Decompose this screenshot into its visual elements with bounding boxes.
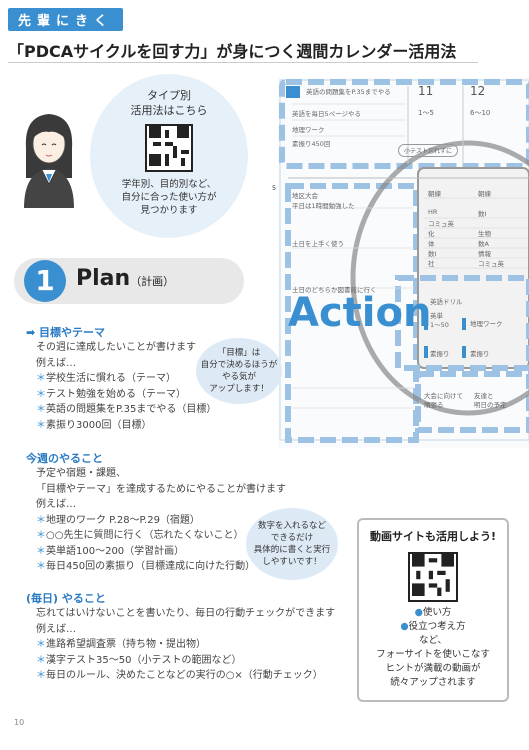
cal-schedule-9: 数I: [478, 210, 487, 218]
list-item: ＊漢字テスト35～50（小テストの範囲など）: [36, 654, 242, 666]
cal-schedule-8: 朝練: [478, 190, 491, 198]
cal-bottom-1: 大会に向けて: [424, 392, 463, 400]
list-item: ＊英語の問題集をP.35までやる（目標）: [36, 404, 217, 415]
cal-schedule-5: 体: [428, 240, 435, 248]
weekly-todo-heading: 今週のやること: [26, 452, 103, 465]
cal-note-6: 素振り: [470, 350, 490, 358]
goal-badge: [286, 86, 300, 98]
type-guide-heading: タイプ別 活用法はこちら: [130, 89, 208, 117]
cal-week-number: 5: [272, 184, 277, 192]
cal-note-5: 地理ワーク: [470, 320, 503, 328]
list-item: ＊素振り3000回（目標）: [36, 419, 152, 431]
weekly-calendar-example: 英語の問題集をP.35までやる 英語を毎日5ページやる 地理ワーク 素振り450…: [272, 78, 529, 448]
cal-schedule-12: 情報: [478, 250, 491, 258]
arrow-right-icon: ➡: [26, 326, 40, 339]
cal-bottom-4: 明日の予定: [474, 401, 507, 409]
cal-todo-1: 英語を毎日5ページやる: [292, 110, 362, 118]
daily-todo-section: (毎日) やること 忘れてはいけないことを書いたり、毎日の行動チェックができます…: [26, 590, 346, 684]
cal-bottom-3: 友達と: [474, 392, 494, 400]
tip-cloud-todo: 数字を入れるなど できるだけ 具体的に書くと実行 しやすいです！: [246, 508, 338, 580]
step-label: Plan（計画）: [76, 266, 175, 291]
goals-heading: ➡ 目標やテーマ: [26, 326, 106, 339]
section-tag: 先輩にきく: [8, 8, 124, 31]
student-illustration: [24, 114, 74, 208]
cal-note-1: 英語ドリル: [430, 298, 463, 306]
step-number: 1: [24, 260, 66, 302]
cal-schedule-1: 朝練: [428, 190, 441, 198]
weekly-todo-section: 今週のやること 予定や宿題・課題、 「目標やテーマ」を達成するためにやることが書…: [26, 450, 326, 575]
cal-day-11: 11: [418, 84, 434, 98]
cal-review-3: 土日のどちらか図書館に行く: [292, 286, 377, 294]
list-item: ＊進路希望調査票（持ち物・提出物）: [36, 639, 206, 650]
title-divider: [8, 62, 478, 63]
list-item: ＊テスト勉強を始める（テーマ）: [36, 388, 186, 400]
dot-icon: ●: [400, 621, 409, 632]
cal-todo-2: 地理ワーク: [292, 126, 325, 134]
list-item: ＊英単語100～200（学習計画）: [36, 545, 185, 557]
video-bullet-1: ●使い方: [414, 607, 452, 618]
video-site-box: 動画サイトも活用しよう! ●使い方 ●役立つ考え方 など、 フォーサイトを使いこ…: [357, 518, 509, 702]
cal-memo-2: 6～10: [470, 109, 491, 117]
qr-code-icon[interactable]: [408, 552, 458, 602]
goals-section: ➡ 目標やテーマ その週に達成したいことが書けます 例えば… ＊学校生活に慣れる…: [26, 324, 256, 433]
cal-memo-pill: 小テスト忘れずに: [398, 144, 459, 157]
video-heading: 動画サイトも活用しよう!: [369, 530, 497, 543]
cal-schedule-4: 化: [428, 230, 435, 238]
cal-schedule-3: コミュ英: [428, 220, 454, 228]
cal-schedule-11: 数A: [478, 240, 489, 248]
cal-note-4: 素振り: [430, 350, 450, 358]
tip-cloud-goal: 「目標」は 自分で決めるほうが やる気が アップします！: [196, 338, 282, 404]
list-item: ＊学校生活に慣れる（テーマ）: [36, 373, 176, 384]
type-guide-text: 学年別、目的別など、 自分に合った使い方が 見つかります: [121, 179, 217, 216]
video-bullet-2: ●役立つ考え方: [400, 621, 466, 632]
cal-review-1: 平日は1時間勉強した: [292, 202, 355, 210]
cal-schedule-13: コミュ英: [478, 260, 504, 268]
calendar-frame: [279, 79, 529, 443]
list-item: ＊○○先生に質問に行く（忘れたくないこと）: [36, 530, 244, 541]
cal-event: 地区大会: [292, 192, 318, 200]
cal-schedule-6: 数I: [428, 250, 437, 258]
page-title: 「PDCAサイクルを回す力」が身につく週間カレンダー活用法: [8, 42, 457, 61]
list-item: ＊毎日450回の素振り（目標達成に向けた行動）: [36, 561, 256, 572]
daily-todo-heading: (毎日) やること: [26, 592, 106, 605]
cal-schedule-7: 社: [428, 260, 435, 268]
cal-note-3: 1～50: [430, 321, 449, 329]
cal-goal-line: 英語の問題集をP.35までやる: [306, 88, 391, 96]
action-label: Action: [288, 290, 432, 336]
cal-memo-1: 1～5: [418, 109, 434, 117]
cal-review-2: 土日を上手く使う: [292, 240, 344, 248]
plan-section-header: 1 Plan（計画）: [14, 258, 244, 304]
cal-note-2: 英単: [430, 312, 443, 320]
qr-code-icon[interactable]: [145, 124, 193, 172]
cal-schedule-2: HR: [428, 208, 438, 216]
list-item: ＊毎日のルール、決めたことなどの実行の○×（行動チェック）: [36, 670, 323, 681]
cal-day-12: 12: [470, 84, 486, 98]
list-item: ＊地理のワーク P.28～P.29（宿題）: [36, 514, 200, 526]
cal-todo-3: 素振り450回: [292, 140, 331, 148]
dot-icon: ●: [414, 607, 423, 618]
cal-schedule-10: 生物: [478, 230, 491, 238]
cal-bottom-2: 頑張る: [424, 401, 444, 409]
page-number: 10: [14, 718, 25, 727]
type-guide-bubble: タイプ別 活用法はこちら 学年別、目的別など、 自分に合った使い方が 見つかりま…: [90, 74, 248, 238]
